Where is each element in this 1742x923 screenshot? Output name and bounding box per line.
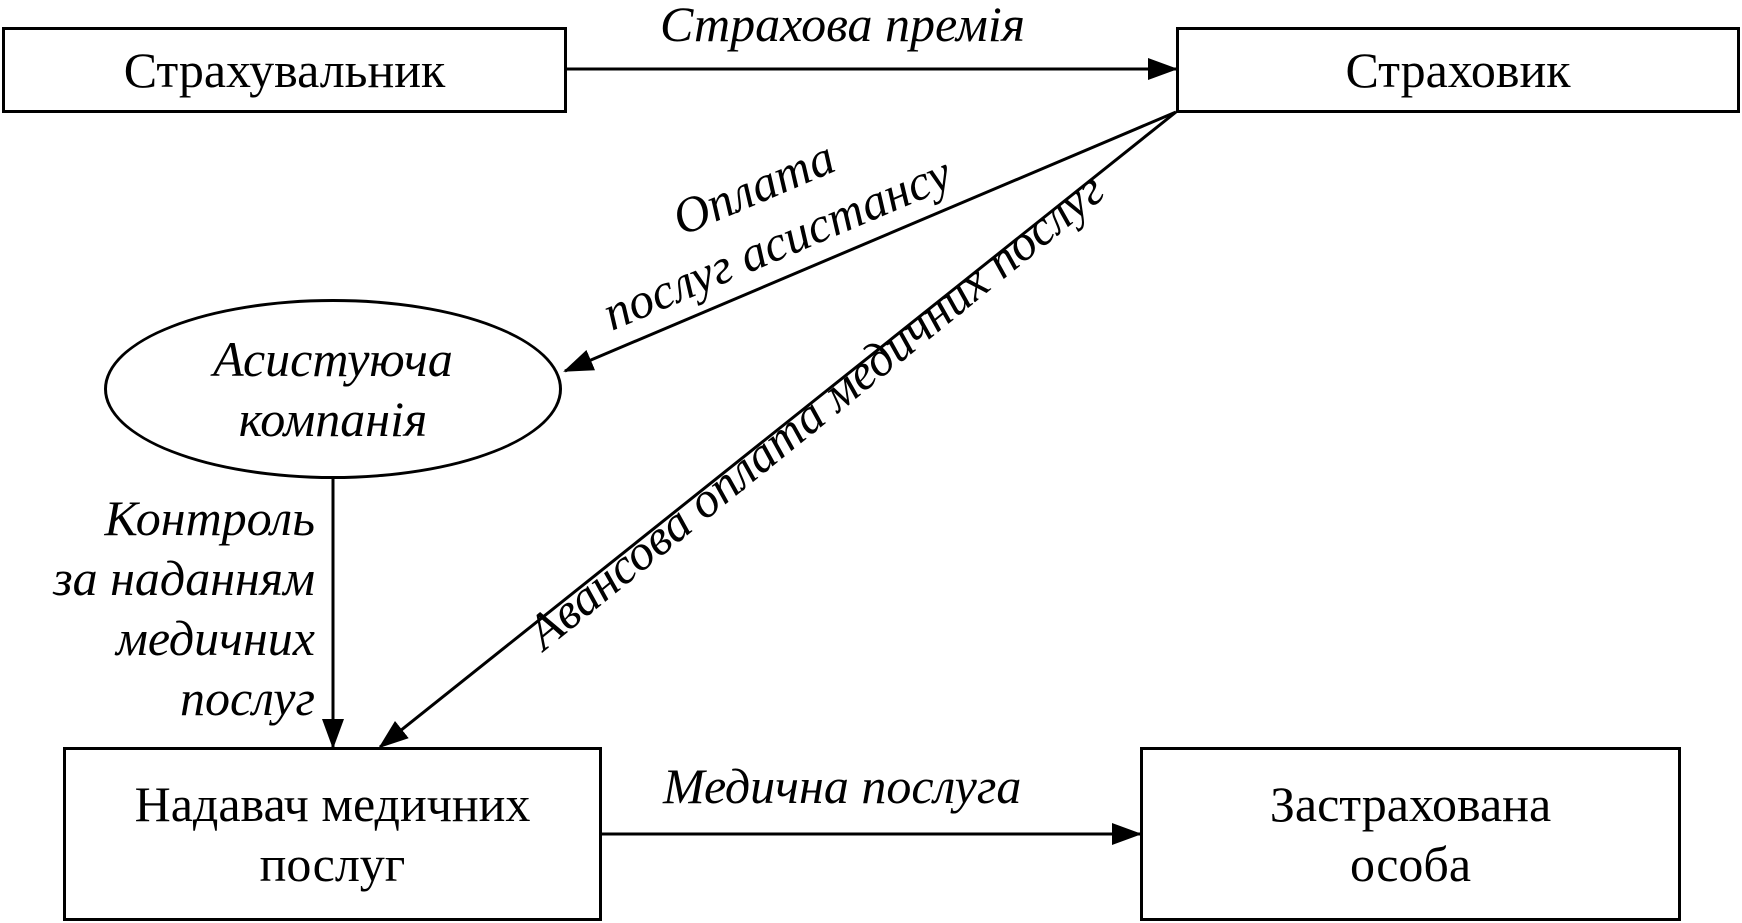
provider-label-line-1: Надавач медичних	[134, 776, 531, 832]
medical-service-label: Медична послуга	[663, 758, 1022, 814]
assistance-company-ellipse: Асистуюча компанія	[104, 299, 562, 479]
insurant-label: Страхувальник	[123, 42, 446, 98]
insured-label-line-1: Застрахована	[1269, 776, 1552, 832]
control-line-1: Контроль	[104, 490, 315, 546]
arrow-assistance-payment	[563, 110, 1177, 373]
provider-label-line-2: послуг	[259, 836, 406, 892]
assistance-label-line-2: компанія	[238, 391, 428, 447]
insured-person-box: Застрахована особа	[1140, 747, 1681, 921]
arrow-advance-payment	[378, 110, 1177, 749]
insurant-box: Страхувальник	[2, 27, 567, 113]
assistance-label-line-1: Асистуюча	[213, 331, 453, 387]
control-line-3: медичних	[116, 610, 315, 666]
insurer-box: Страховик	[1176, 27, 1740, 113]
control-line-4: послуг	[179, 670, 315, 726]
premium-label: Страхова премія	[660, 0, 1025, 52]
control-line-2: за наданням	[53, 550, 315, 606]
insured-label-line-2: особа	[1349, 836, 1472, 892]
control-label: Контроль за наданням медичних послуг	[5, 488, 315, 728]
insurer-label: Страховик	[1345, 42, 1571, 98]
medical-provider-box: Надавач медичних послуг	[63, 747, 602, 921]
